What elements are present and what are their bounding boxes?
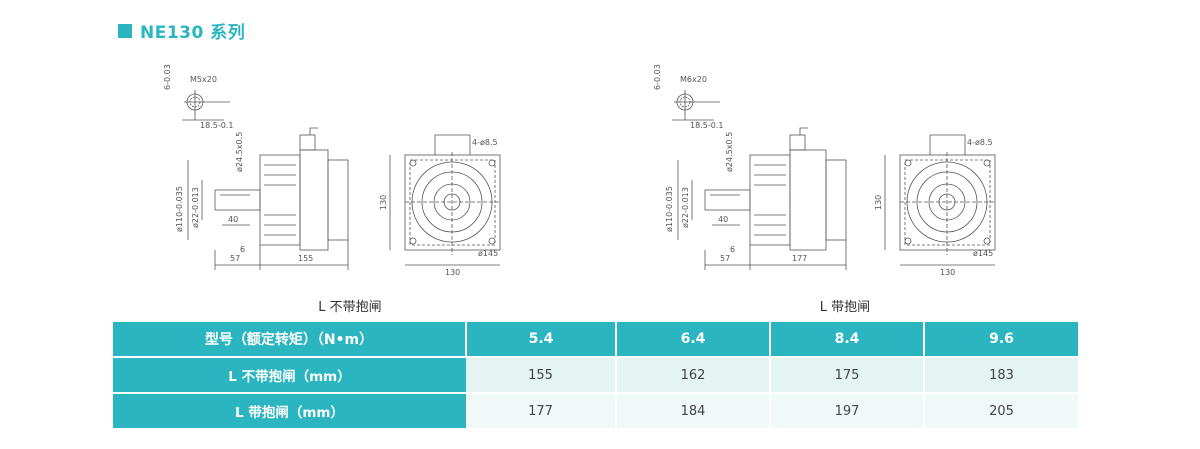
table-cell: 162 [616,356,771,393]
shaft-length-dim: 57 [720,254,730,263]
shaft-thread-note: M5x20 [190,75,217,84]
motor-dimension-drawing: M5x20 18.5-0.1 6-0.03 ø24.5x0.5 ø110-0.0… [163,64,501,277]
key-width-dim: 6-0.03 [163,64,172,90]
table-cell: 155 [466,356,617,393]
body-length-dim: 177 [792,254,807,263]
square-width-dim: 130 [445,268,460,277]
shoulder-dia-dim: ø24.5x0.5 [235,132,244,172]
model-col: 5.4 [466,322,617,357]
mount-holes-dim: 4-ø8.5 [472,138,498,147]
spigot-dia-dim: ø110-0.035 [175,186,184,232]
page-title: NE130 系列 [140,23,246,43]
key-length-dim: 40 [228,215,238,224]
table-cell: 197 [770,392,925,428]
flange-thickness-dim: 6 [730,245,735,254]
table-header-row: 型号（额定转矩）（N•m） 5.4 6.4 8.4 9.6 [113,322,1078,357]
model-col: 6.4 [616,322,771,357]
spec-table: 型号（额定转矩）（N•m） 5.4 6.4 8.4 9.6 L 不带抱闸（mm）… [113,322,1078,428]
row-label: L 带抱闸（mm） [113,392,466,428]
square-height-dim: 130 [874,195,883,210]
pcd-dim: ø145 [478,249,498,258]
table-cell: 177 [466,392,617,428]
shaft-dia-dim: ø22-0.013 [681,187,690,228]
spigot-dia-dim: ø110-0.035 [665,186,674,232]
drawing-with-brake: M6x20 18.5-0.1 6-0.03 ø24.5x0.5 ø110-0.0… [650,60,1010,285]
shaft-length-dim: 57 [230,254,240,263]
flange-thickness-dim: 6 [240,245,245,254]
model-col: 9.6 [924,322,1078,357]
motor-dimension-drawing-brake: M6x20 18.5-0.1 6-0.03 ø24.5x0.5 ø110-0.0… [653,64,996,277]
mount-holes-dim: 4-ø8.5 [967,138,993,147]
caption-with-brake: L 带抱闸 [819,300,871,315]
pcd-dim: ø145 [973,249,993,258]
table-row: L 带抱闸（mm） 177 184 197 205 [113,392,1078,428]
header-label: 型号（额定转矩）（N•m） [113,322,467,357]
table-cell: 205 [924,392,1078,428]
drawing-no-brake: M5x20 18.5-0.1 6-0.03 ø24.5x0.5 ø110-0.0… [160,60,520,285]
shaft-thread-note: M6x20 [680,75,707,84]
table-cell: 175 [770,356,925,393]
table-cell: 184 [616,392,771,428]
shoulder-dia-dim: ø24.5x0.5 [725,132,734,172]
body-length-dim: 155 [298,254,313,263]
title-marker [118,23,132,38]
section-title: NE130 系列 [118,18,245,43]
key-depth-dim: 18.5-0.1 [200,121,233,130]
key-width-dim: 6-0.03 [653,64,662,90]
key-length-dim: 40 [718,215,728,224]
row-label: L 不带抱闸（mm） [113,356,466,393]
shaft-dia-dim: ø22-0.013 [191,187,200,228]
key-depth-dim: 18.5-0.1 [690,121,723,130]
caption-no-brake: L 不带抱闸 [318,300,382,315]
square-height-dim: 130 [379,195,388,210]
table-cell: 183 [924,356,1078,393]
table-row: L 不带抱闸（mm） 155 162 175 183 [113,356,1078,393]
square-width-dim: 130 [940,268,955,277]
model-col: 8.4 [770,322,925,357]
